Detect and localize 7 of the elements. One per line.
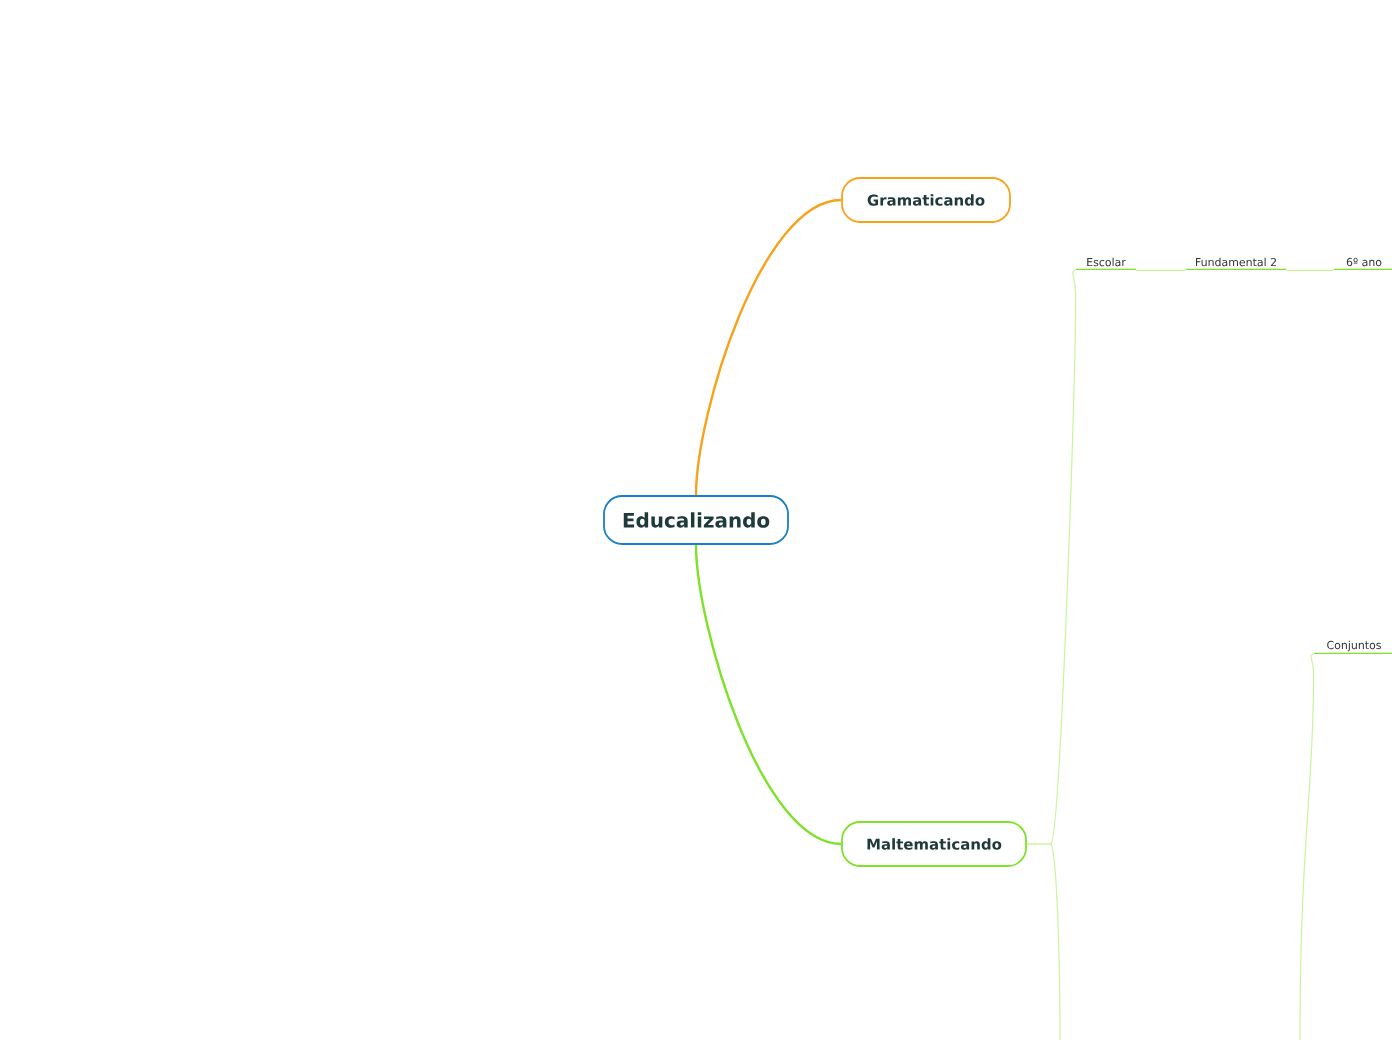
branch-line [694,198,842,496]
branch-line [694,544,842,846]
branch-line [1135,269,1187,271]
branch-line [1026,843,1061,1040]
topic-box: Educalizando [603,495,789,545]
branch-line [1299,653,1315,1040]
branch-line [1285,269,1335,271]
